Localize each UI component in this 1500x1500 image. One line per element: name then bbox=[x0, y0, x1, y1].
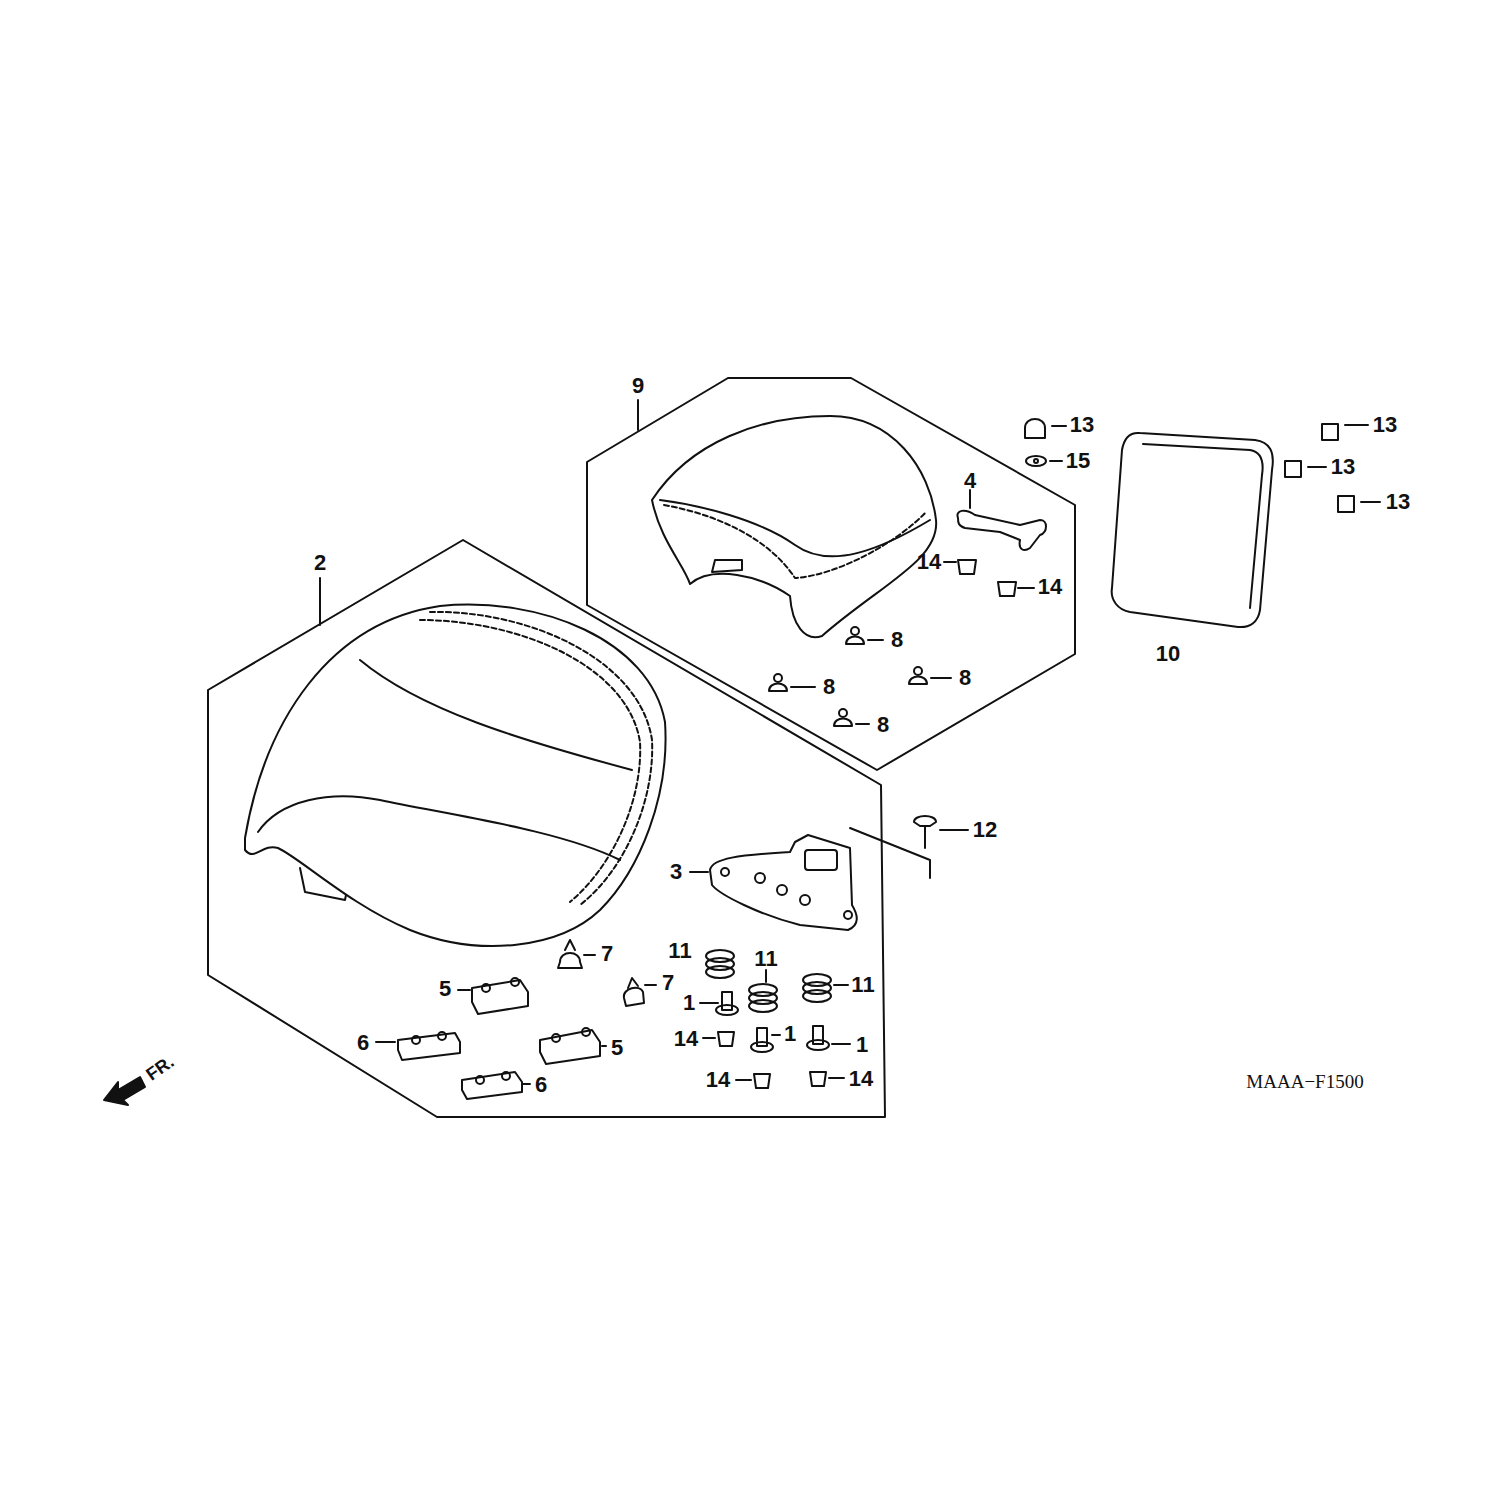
callout-number: 8 bbox=[877, 714, 889, 736]
seat-plate bbox=[690, 828, 930, 930]
callout-number: 8 bbox=[959, 667, 971, 689]
callout-number: 5 bbox=[439, 978, 451, 1000]
backrest-pad bbox=[1112, 433, 1273, 627]
callout-number: 2 bbox=[314, 552, 326, 574]
rubber-blocks bbox=[376, 978, 606, 1099]
callout-number: 14 bbox=[917, 551, 941, 573]
callout-number: 5 bbox=[611, 1037, 623, 1059]
callout-number: 13 bbox=[1386, 491, 1410, 513]
rider-seat bbox=[245, 605, 666, 946]
callout-number: 6 bbox=[535, 1074, 547, 1096]
callout-number: 6 bbox=[357, 1032, 369, 1054]
front-marker: FR. bbox=[143, 1052, 177, 1083]
drawing-code: MAAA−F1500 bbox=[1246, 1072, 1363, 1091]
callout-number: 14 bbox=[849, 1068, 873, 1090]
callout-number: 13 bbox=[1373, 414, 1397, 436]
callout-number: 14 bbox=[1038, 576, 1062, 598]
front-arrow bbox=[104, 1077, 145, 1105]
callout-number: 8 bbox=[823, 676, 835, 698]
callout-number: 9 bbox=[632, 375, 644, 397]
callout-number: 7 bbox=[601, 943, 613, 965]
callout-number: 11 bbox=[851, 974, 874, 996]
callout-number: 1 bbox=[856, 1034, 868, 1056]
callout-number: 1 bbox=[683, 992, 695, 1014]
callout-number: 13 bbox=[1331, 456, 1355, 478]
callout-number: 10 bbox=[1156, 643, 1180, 665]
callout-number: 14 bbox=[706, 1069, 730, 1091]
passenger-seat bbox=[652, 416, 936, 637]
callout-number: 7 bbox=[662, 972, 674, 994]
callout-number: 4 bbox=[964, 470, 976, 492]
callout-number: 14 bbox=[674, 1028, 698, 1050]
callout-number: 12 bbox=[973, 819, 997, 841]
callout-number: 3 bbox=[670, 861, 682, 883]
leader-line bbox=[637, 400, 639, 430]
callout-number: 1 bbox=[784, 1023, 796, 1045]
callout-number: 13 bbox=[1070, 414, 1094, 436]
mount-parts bbox=[558, 940, 850, 1088]
callout-number: 8 bbox=[891, 629, 903, 651]
fasteners bbox=[769, 419, 1380, 848]
callout-number: 11 bbox=[668, 940, 691, 962]
group-outline bbox=[208, 540, 885, 1117]
callout-number: 11 bbox=[754, 948, 777, 970]
leader-line bbox=[319, 578, 321, 625]
callout-number: 15 bbox=[1066, 450, 1090, 472]
